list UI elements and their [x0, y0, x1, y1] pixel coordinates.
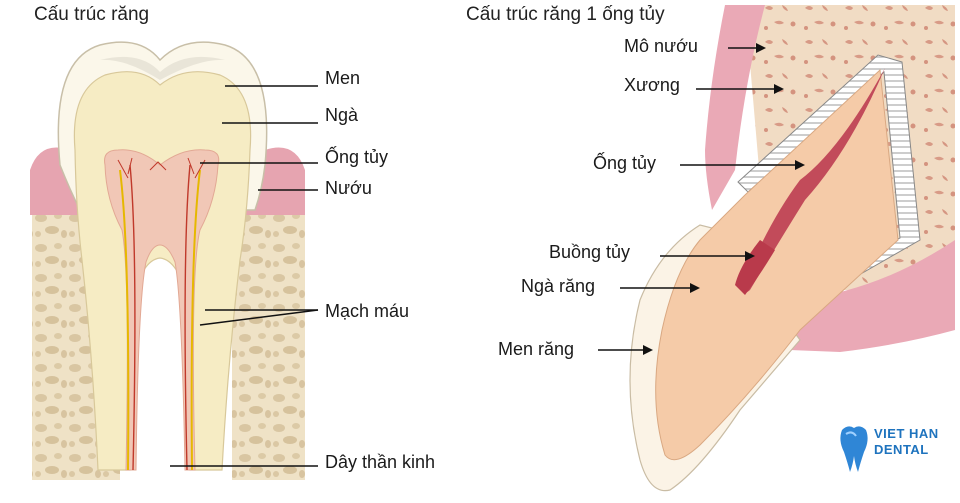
label-ong-tuy-right: Ống tủy [593, 153, 657, 173]
tooth-icon [840, 426, 868, 472]
brand-logo: VIET HAN DENTAL [838, 422, 953, 482]
right-title: Cấu trúc răng 1 ống tủy [466, 4, 665, 25]
vessel-right [184, 164, 191, 471]
label-men: Men [325, 68, 361, 88]
label-buong-tuy: Buồng tủy [549, 242, 631, 262]
logo-line-1: VIET HAN [874, 426, 939, 441]
label-nga: Ngà [325, 105, 359, 125]
right-gum-top [705, 5, 765, 210]
label-mo-nuou: Mô nướu [624, 36, 698, 56]
label-ong-tuy: Ống tủy [325, 147, 389, 167]
vessel-left [129, 164, 136, 471]
right-dentin [655, 68, 899, 461]
right-canal [742, 68, 885, 294]
right-pulp-chamber [735, 240, 775, 295]
label-nuou: Nướu [325, 178, 372, 198]
label-nga-rang: Ngà răng [521, 276, 596, 296]
nerve-right [190, 169, 201, 471]
left-title: Cấu trúc răng [34, 4, 150, 25]
nerve-left [119, 169, 130, 471]
logo-line-2: DENTAL [874, 442, 929, 457]
vessel-branch [117, 157, 206, 179]
label-xuong: Xương [624, 75, 680, 95]
label-mach-mau: Mạch máu [325, 301, 410, 321]
label-day-than-kinh: Dây thần kinh [325, 452, 436, 472]
left-bone-right [232, 200, 305, 480]
right-gum-bottom [790, 240, 955, 352]
crown-top [100, 56, 225, 80]
tooth-dentin [73, 71, 252, 471]
label-men-rang: Men răng [498, 339, 575, 359]
